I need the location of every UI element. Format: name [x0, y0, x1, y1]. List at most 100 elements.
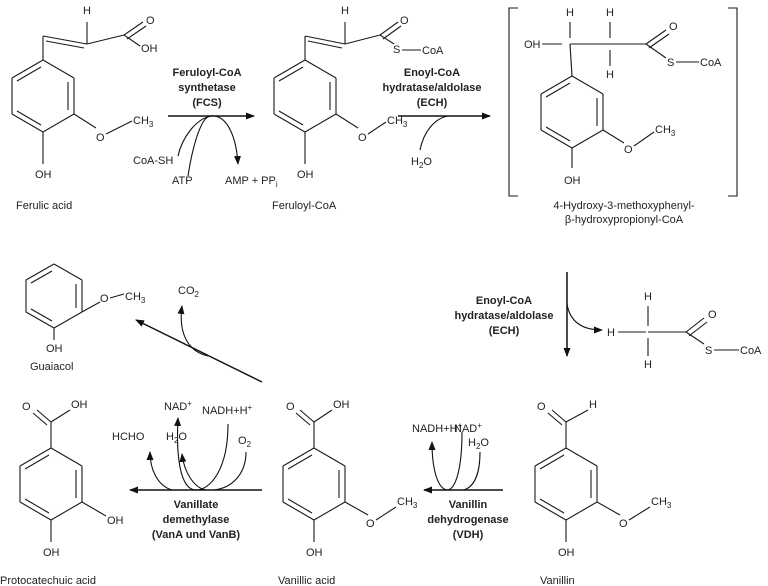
vanab-nad-label: NAD+	[164, 399, 192, 413]
vanillin-structure: O H O CH3 OH	[534, 399, 672, 559]
protocatechuic-meta-oh: OH	[107, 515, 124, 527]
intermediate-ch-h-top: H	[566, 7, 574, 19]
svg-text:(ECH): (ECH)	[417, 97, 448, 109]
water-out-curve-vanab	[179, 453, 207, 491]
acetyl-h-bottom: H	[644, 359, 652, 371]
ferulic-vinyl-h: H	[83, 5, 91, 17]
svg-text:synthetase: synthetase	[178, 82, 235, 94]
vanillin-aldehyde-h: H	[589, 399, 597, 411]
ferulic-acid-structure: H O OH O CH3 OH	[11, 5, 158, 181]
acetyl-coa-structure: H H H O S CoA	[607, 291, 762, 371]
vanillic-acid-structure: O OH O CH3 OH	[282, 399, 418, 559]
vanillin-aldehyde-o: O	[537, 401, 546, 413]
acetyl-coa-out-curve	[566, 303, 603, 334]
svg-text:(VanA und VanB): (VanA und VanB)	[152, 529, 241, 541]
water-label-top: H2O	[411, 156, 432, 170]
atp-amp-curve	[187, 115, 241, 177]
guaiacol-ether-o: O	[100, 293, 109, 305]
protocatechuic-carboxyl-oh: OH	[71, 399, 88, 411]
svg-text:hydratase/aldolase: hydratase/aldolase	[454, 310, 553, 322]
protocatechuic-carbonyl-o: O	[22, 401, 31, 413]
vanillic-phenol-oh: OH	[306, 547, 323, 559]
svg-text:Vanillin: Vanillin	[449, 499, 488, 511]
svg-text:(FCS): (FCS)	[192, 97, 222, 109]
coa-sh-label: CoA-SH	[133, 155, 173, 167]
acetyl-carbonyl-o: O	[708, 309, 717, 321]
acetyl-thioester-s: S	[705, 345, 712, 357]
intermediate-carbonyl-o: O	[669, 21, 678, 33]
ferulic-carboxyl-oh: OH	[141, 43, 158, 55]
vanillin-ring	[534, 447, 598, 521]
guaiacol-ring	[25, 263, 83, 329]
svg-text:Enoyl-CoA: Enoyl-CoA	[404, 67, 460, 79]
feruloyl-coa-group: CoA	[422, 45, 444, 57]
svg-text:(VDH): (VDH)	[453, 529, 484, 541]
ferulic-methyl: CH3	[133, 115, 154, 129]
vanab-enzyme-label: Vanillate demethylase (VanA und VanB)	[152, 499, 241, 541]
coa-sh-in-curve	[177, 115, 213, 157]
nad-nadh-curve	[428, 431, 463, 491]
co2-label: CO2	[178, 285, 200, 299]
acetyl-coa-group: CoA	[740, 345, 762, 357]
intermediate-methyl: CH3	[655, 124, 676, 138]
feruloyl-ether-o: O	[358, 132, 367, 144]
ferulic-acid-label: Ferulic acid	[16, 200, 72, 212]
acetyl-h-left: H	[607, 327, 615, 339]
vanillic-acid-label: Vanillic acid	[278, 575, 335, 586]
intermediate-coa-group: CoA	[700, 57, 722, 69]
hcho-out-curve	[146, 451, 173, 491]
guaiacol-phenol-oh: OH	[46, 343, 63, 355]
o2-in-curve	[213, 451, 247, 491]
intermediate-hydroxyl-oh: OH	[524, 39, 541, 51]
amp-ppi-label: AMP + PPi	[225, 175, 278, 189]
svg-text:dehydrogenase: dehydrogenase	[427, 514, 508, 526]
intermediate-ether-o: O	[624, 144, 633, 156]
acetyl-h-top: H	[644, 291, 652, 303]
left-bracket	[508, 7, 518, 197]
vdh-enzyme-label: Vanillin dehydrogenase (VDH)	[427, 499, 508, 541]
nadh-nad-curve	[174, 417, 229, 491]
svg-text:(ECH): (ECH)	[489, 325, 520, 337]
hcho-label: HCHO	[112, 431, 145, 443]
svg-text:Vanillate: Vanillate	[174, 499, 219, 511]
protocatechuic-para-oh: OH	[43, 547, 60, 559]
atp-label: ATP	[172, 175, 193, 187]
guaiacol-label: Guaiacol	[30, 361, 73, 373]
intermediate-phenol-oh: OH	[564, 175, 581, 187]
co2-out-curve	[177, 305, 209, 357]
right-bracket	[728, 7, 738, 197]
fcs-enzyme-label: Feruloyl-CoA synthetase (FCS)	[172, 67, 241, 109]
vanillic-methyl: CH3	[397, 496, 418, 510]
svg-text:demethylase: demethylase	[163, 514, 230, 526]
vdh-nad-label: NAD+	[454, 421, 482, 435]
vanillin-methyl: CH3	[651, 496, 672, 510]
protocatechuic-acid-label: Protocatechuic acid	[0, 575, 96, 586]
intermediate-ch2-h-bottom: H	[606, 69, 614, 81]
ferulic-acid-ring	[11, 59, 75, 133]
ferulic-phenol-oh: OH	[35, 169, 52, 181]
vdh-nadh-label: NADH+H+	[412, 421, 463, 435]
feruloyl-thioester-s: S	[393, 44, 400, 56]
guaiacol-reaction-arrow	[135, 319, 263, 383]
protocatechuic-acid-ring	[19, 447, 83, 521]
guaiacol-structure: O CH3 OH	[25, 263, 146, 355]
svg-text:Feruloyl-CoA: Feruloyl-CoA	[172, 67, 241, 79]
vanillic-ether-o: O	[366, 518, 375, 530]
water-in-curve-top	[419, 115, 449, 151]
feruloyl-vinyl-h: H	[341, 5, 349, 17]
water-in-curve-vdh	[463, 451, 481, 491]
intermediate-label-line2: β-hydroxypropionyl-CoA	[565, 214, 684, 226]
vanillic-acid-ring	[282, 447, 346, 521]
vanab-nadh-label: NADH+H+	[202, 403, 253, 417]
intermediate-ch2-h-top: H	[606, 7, 614, 19]
intermediate-label-line1: 4-Hydroxy-3-methoxyphenyl-	[553, 200, 695, 212]
intermediate-ring	[540, 75, 604, 149]
guaiacol-methyl: CH3	[125, 291, 146, 305]
feruloyl-coa-structure: H O S CoA O CH3 OH	[273, 5, 444, 181]
feruloyl-phenol-oh: OH	[297, 169, 314, 181]
svg-text:hydratase/aldolase: hydratase/aldolase	[382, 82, 481, 94]
feruloyl-coa-ring	[273, 59, 337, 133]
vdh-water-label: H2O	[468, 437, 489, 451]
vanillin-phenol-oh: OH	[558, 547, 575, 559]
ferulic-carbonyl-o: O	[146, 15, 155, 27]
